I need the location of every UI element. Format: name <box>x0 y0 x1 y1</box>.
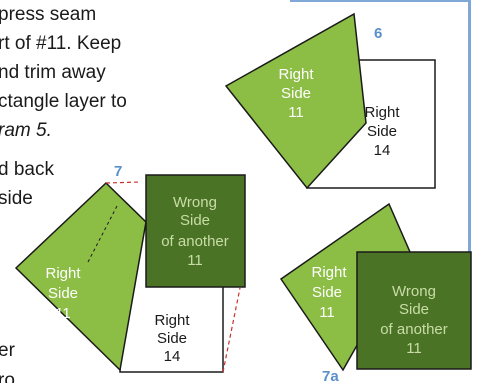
fig7a-dark-label-4: 11 <box>406 340 422 357</box>
top-rule <box>290 0 471 2</box>
fig6-green-label-2: Side <box>281 85 311 102</box>
fig7-cut-line-bottom <box>222 287 241 373</box>
figure-6-number: 6 <box>374 25 382 42</box>
fig7-cut-line-top <box>105 181 141 184</box>
figure-7a: 7a Right Side 11 Wrong Side of another 1… <box>279 202 472 383</box>
fig6-green-label-3: 11 <box>288 104 304 121</box>
fig6-piece-11 <box>224 12 367 190</box>
instruction-line-3: nd trim away <box>0 62 106 83</box>
figure-6: 6 Right Side 11 Right Side 14 <box>224 12 436 190</box>
fig7a-dark-label-1: Wrong <box>392 283 436 300</box>
fig7a-green-label-3: 11 <box>319 304 335 321</box>
instruction-line-2: rt of #11. Keep <box>0 33 122 54</box>
fig6-white-label-2: Side <box>367 123 397 140</box>
instruction-line-9: ro <box>0 370 15 383</box>
instruction-line-7: side <box>0 188 33 209</box>
instruction-line-1: press seam <box>0 4 97 25</box>
instruction-line-8: er <box>0 340 15 361</box>
fig6-white-label-1: Right <box>364 104 400 121</box>
fig7-green-label-1: Right <box>45 265 81 282</box>
fig7-dark-label-2: Side <box>180 212 210 229</box>
figure-7: 7 Wrong Side of another 11 Right Side 11… <box>14 163 246 373</box>
fig7a-dark-label-3: of another <box>380 321 448 338</box>
instruction-line-5: ram 5. <box>0 120 52 141</box>
fig7-green-label-2: Side <box>48 285 78 302</box>
fig7-dark-label-3: of another <box>161 233 229 250</box>
fig7-white-label-2: Side <box>157 330 187 347</box>
fig7a-green-label-1: Right <box>311 264 347 281</box>
fig7a-dark-label-2: Side <box>399 301 429 318</box>
column-rule <box>468 0 471 290</box>
fig7a-piece-11-wrong-side <box>356 251 472 370</box>
fig7-piece-11-wrong-side <box>145 174 246 288</box>
fig7-white-label-3: 14 <box>164 348 181 365</box>
fig7-diagonal <box>87 205 118 263</box>
fig6-white-label-3: 14 <box>374 142 391 159</box>
figure-7a-number: 7a <box>322 368 339 383</box>
instruction-line-6: d back <box>0 159 54 180</box>
fig7-dark-label-1: Wrong <box>173 194 217 211</box>
fig6-green-label-1: Right <box>278 66 314 83</box>
fig7a-green-label-2: Side <box>312 284 342 301</box>
fig7-green-label-3: 11 <box>55 305 71 322</box>
instruction-line-4: ctangle layer to <box>0 91 127 112</box>
figure-7-number: 7 <box>114 163 122 180</box>
fig7-dark-label-4: 11 <box>187 252 203 269</box>
fig7-white-label-1: Right <box>154 312 190 329</box>
